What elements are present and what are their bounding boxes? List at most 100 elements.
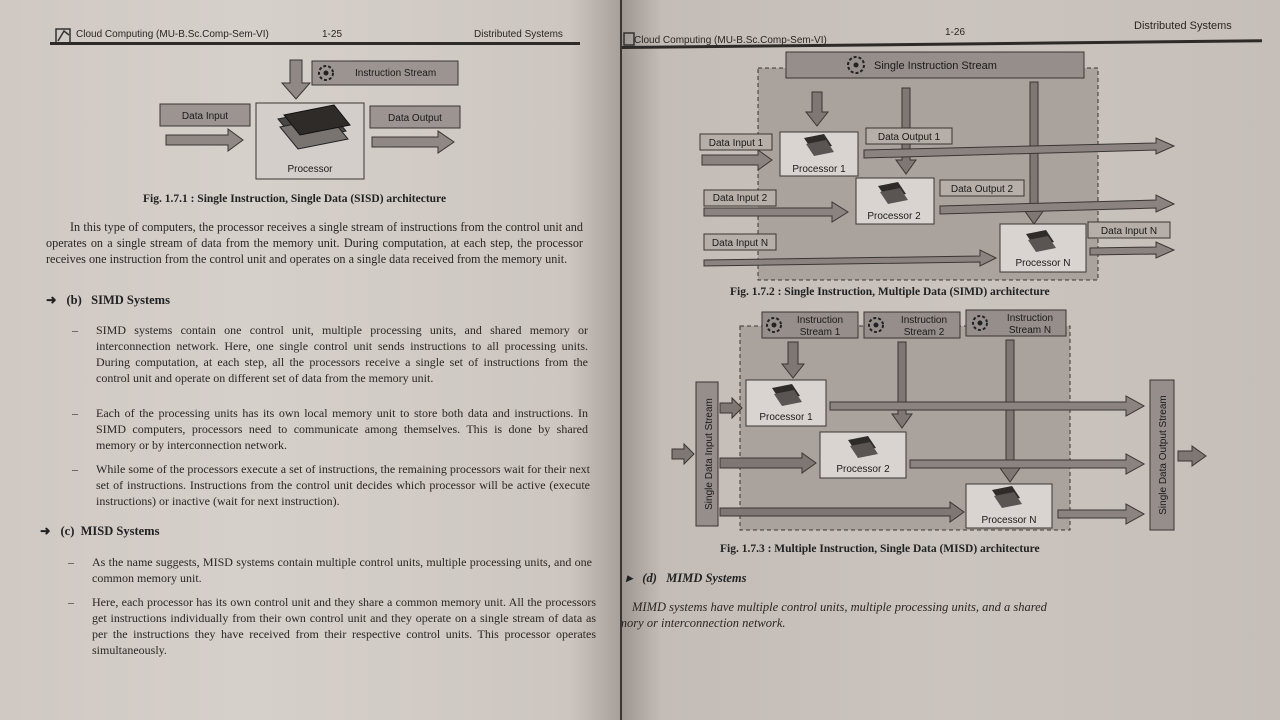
single-data-output-stream-label: Single Data Output Stream xyxy=(1158,395,1169,515)
instruction-stream-label: Instruction Stream xyxy=(355,68,436,79)
output-exit-arrow xyxy=(1177,445,1207,467)
misd-diagram: Instruction Stream 1 Instruction Stream … xyxy=(671,309,1207,531)
header-book-title: Cloud Computing (MU-B.Sc.Comp-Sem-VI) xyxy=(76,29,269,40)
sisd-caption: Fig. 1.7.1 : Single Instruction, Single … xyxy=(143,193,447,205)
data-output-n-box xyxy=(1087,221,1171,239)
intro-paragraph: In this type of computers, the processor… xyxy=(46,220,583,266)
instruction-stream-1-box xyxy=(761,311,859,339)
bullet-dash: – xyxy=(68,595,74,609)
right-page: Cloud Computing (MU-B.Sc.Comp-Sem-VI) 1-… xyxy=(622,0,1280,720)
data-input-n-arrow xyxy=(703,249,998,267)
processor-chip-icon xyxy=(804,134,834,156)
misd-caption: Fig. 1.7.3 : Multiple Instruction, Singl… xyxy=(720,543,1040,555)
processor-chip-icon xyxy=(848,436,878,458)
instruction-arrow-1 xyxy=(780,341,806,379)
input-arrow-n xyxy=(719,501,965,523)
processor-chip-icon xyxy=(1026,230,1056,252)
output-arrow-2 xyxy=(909,453,1146,475)
output-arrow-n xyxy=(1057,503,1146,525)
simd-caption: Fig. 1.7.2 : Single Instruction, Multipl… xyxy=(730,286,1050,298)
simd-marker: (b) xyxy=(66,293,82,307)
input-arrow-1 xyxy=(719,396,743,420)
processor-chip-icon xyxy=(772,384,802,406)
processor-1-label: Processor 1 xyxy=(759,412,813,423)
header-book-title: Cloud Computing (MU-B.Sc.Comp-Sem-VI) xyxy=(634,35,827,46)
header-chapter: Distributed Systems xyxy=(1134,20,1232,32)
instruction-stream-n-line1: Instruction xyxy=(1007,313,1053,324)
simd-bullet-3: –While some of the processors execute a … xyxy=(72,462,590,508)
misd-bullet-2: –Here, each processor has its own contro… xyxy=(68,595,596,657)
gear-icon xyxy=(318,65,334,81)
data-input-n-box xyxy=(703,233,777,251)
misd-marker: (c) xyxy=(60,524,75,538)
simd-heading: ➜ (b) SIMD Systems xyxy=(46,292,170,308)
processor-2-label: Processor 2 xyxy=(836,464,890,475)
instruction-arrow-2 xyxy=(891,341,913,429)
header-rule xyxy=(50,42,580,45)
data-output-1-label: Data Output 1 xyxy=(878,132,941,143)
gear-icon xyxy=(972,315,988,331)
header-page-number: 1-25 xyxy=(322,29,343,40)
processor-2-label: Processor 2 xyxy=(867,211,921,222)
left-page: Cloud Computing (MU-B.Sc.Comp-Sem-VI) 1-… xyxy=(0,0,620,720)
data-input-1-label: Data Input 1 xyxy=(709,138,764,149)
input-arrow-2 xyxy=(719,452,817,474)
mimd-heading: ▸ (d) MIMD Systems xyxy=(626,570,746,586)
processor-1-label: Processor 1 xyxy=(792,164,846,175)
bullet-dash: – xyxy=(72,462,78,476)
data-output-2-label: Data Output 2 xyxy=(951,184,1014,195)
gear-icon xyxy=(847,56,865,74)
bullet-dash: – xyxy=(72,323,78,337)
data-output-2-arrow xyxy=(939,194,1176,215)
single-data-input-stream-label: Single Data Input Stream xyxy=(704,398,715,510)
mimd-text-line2: mory or interconnection network. xyxy=(622,616,786,630)
data-input-2-box xyxy=(703,189,777,207)
mimd-text-line1: MIMD systems have multiple control units… xyxy=(632,600,1047,614)
single-instruction-stream-label: Single Instruction Stream xyxy=(874,60,997,72)
data-input-2-arrow xyxy=(703,201,849,223)
right-arrow-icon: ▸ xyxy=(626,571,633,585)
instruction-stream-1-line2: Stream 1 xyxy=(800,327,841,338)
data-output-box xyxy=(369,105,461,129)
single-data-input-stream-box xyxy=(695,381,719,527)
instruction-stream-1-line1: Instruction xyxy=(797,315,843,326)
instruction-stream-n-line2: Stream N xyxy=(1009,325,1051,336)
instruction-stream-box xyxy=(311,60,459,86)
simd-diagram: Single Instruction Stream Data Input 1 P… xyxy=(699,51,1176,281)
right-arrow-icon: ➜ xyxy=(40,524,51,538)
mimd-marker: (d) xyxy=(642,571,657,585)
misd-title: MISD Systems xyxy=(80,524,160,538)
sisd-diagram: Instruction Stream Data Input Processor … xyxy=(159,59,461,180)
misd-bullet-1: –As the name suggests, MISD systems cont… xyxy=(68,555,592,585)
data-input-box xyxy=(159,103,251,127)
processor-label: Processor xyxy=(287,164,333,175)
simd-title: SIMD Systems xyxy=(91,293,170,307)
header-page-number: 1-26 xyxy=(945,27,966,38)
single-instruction-stream-box xyxy=(785,51,1085,79)
output-arrow-1 xyxy=(829,395,1146,417)
mimd-title: MIMD Systems xyxy=(666,571,747,585)
bullet-dash: – xyxy=(72,406,78,420)
simd-bullet-2: –Each of the processing units has its ow… xyxy=(72,406,588,452)
header-chapter: Distributed Systems xyxy=(474,29,563,40)
input-entry-arrow xyxy=(671,442,695,466)
data-output-n-arrow xyxy=(1089,241,1176,259)
instruction-stream-2-line1: Instruction xyxy=(901,315,947,326)
data-input-arrow xyxy=(165,128,244,152)
gear-icon xyxy=(868,317,884,333)
data-input-label: Data Input xyxy=(182,111,228,122)
data-output-1-box xyxy=(865,127,953,145)
data-output-arrow xyxy=(371,130,455,154)
processor-n-label: Processor N xyxy=(1015,258,1070,269)
simd-bullet-1: –SIMD systems contain one control unit, … xyxy=(72,323,588,385)
misd-heading: ➜ (c) MISD Systems xyxy=(40,523,159,539)
data-input-1-box xyxy=(699,133,773,151)
processor-chip-icon xyxy=(277,104,351,150)
data-output-n-label: Data Input N xyxy=(1101,226,1157,237)
instruction-stream-2-box xyxy=(863,311,961,339)
data-input-1-arrow xyxy=(701,149,773,171)
instruction-stream-n-box xyxy=(965,309,1067,337)
instruction-arrow-1 xyxy=(804,91,830,127)
right-arrow-icon: ➜ xyxy=(46,293,57,307)
gear-icon xyxy=(766,317,782,333)
